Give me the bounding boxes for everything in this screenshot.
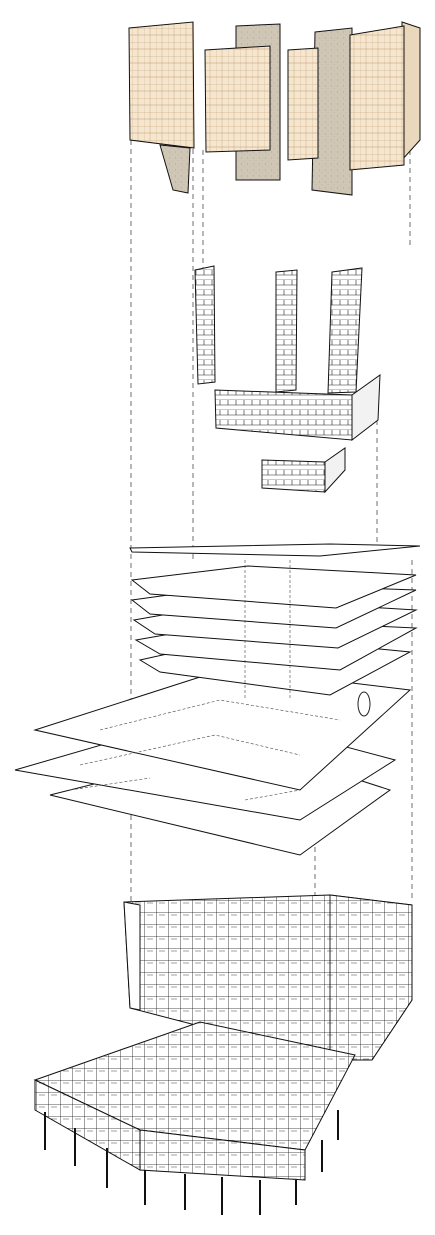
facade-panel-1: [128, 21, 195, 194]
cores-layer: [194, 265, 381, 494]
floor-slabs-layer: [14, 543, 421, 856]
slab-detail-lines: [69, 560, 341, 801]
facade-panel-3: [287, 27, 353, 196]
stair-detail: [357, 691, 371, 717]
slab-2: [130, 565, 417, 609]
facade-panels-layer: [128, 21, 421, 196]
retaining-wall-upper: [214, 373, 381, 442]
retaining-wall-lower: [261, 447, 346, 494]
podium-block: [33, 1021, 356, 1181]
facade-panel-4: [349, 21, 421, 171]
facade-panel-2: [204, 23, 281, 181]
core-1: [194, 265, 216, 385]
assembled-structure-layer: [33, 894, 413, 1215]
core-3: [327, 267, 363, 394]
tower-block: [123, 894, 413, 1061]
core-2: [275, 269, 298, 393]
slab-roof: [129, 543, 421, 557]
ground-columns: [44, 1110, 339, 1215]
slab-podium: [33, 667, 412, 791]
